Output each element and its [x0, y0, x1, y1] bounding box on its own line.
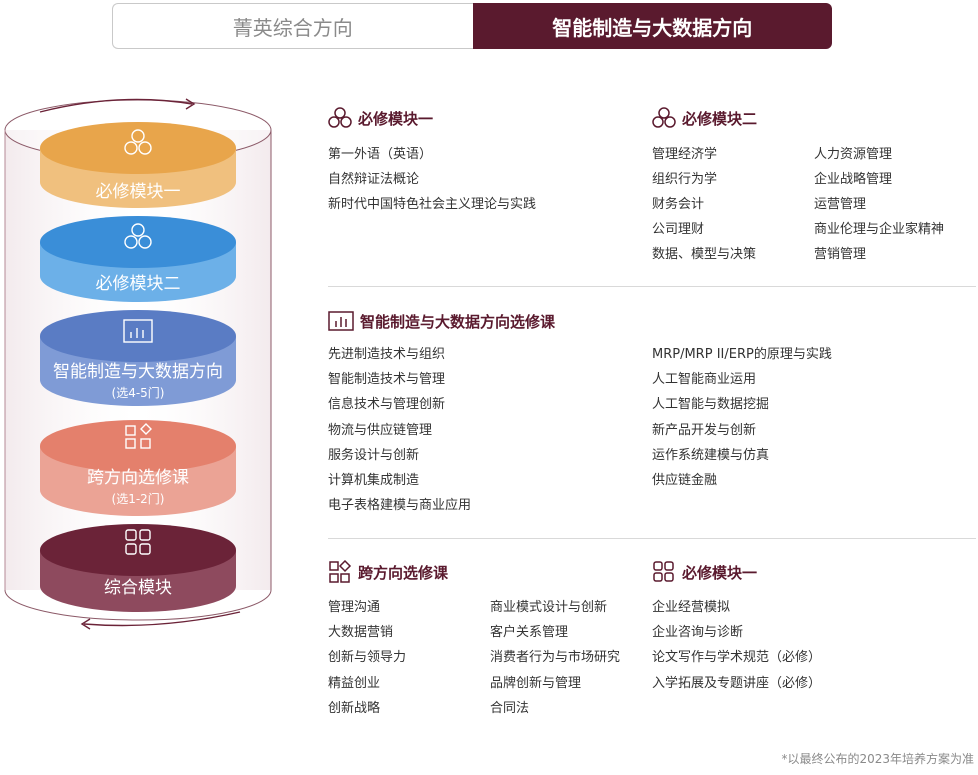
- course-item: 企业咨询与诊断: [652, 625, 744, 640]
- course-item: 商业模式设计与创新: [490, 600, 608, 615]
- course-item: 商业伦理与企业家精神: [814, 222, 945, 237]
- course-item: 精益创业: [328, 676, 381, 691]
- tab-elite-comprehensive[interactable]: 菁英综合方向: [112, 3, 473, 49]
- disk-required2-label: 必修模块二: [95, 274, 181, 294]
- course-item: 数据、模型与决策: [652, 247, 757, 262]
- course-item: 新时代中国特色社会主义理论与实践: [328, 197, 537, 212]
- course-item: 管理经济学: [652, 147, 718, 162]
- disk-required1[interactable]: [40, 122, 236, 208]
- course-item: 供应链金融: [652, 473, 718, 488]
- course-item: 入学拓展及专题讲座（必修）: [652, 676, 822, 691]
- disk-required2[interactable]: [40, 216, 236, 302]
- section-required2-title: 必修模块二: [652, 106, 757, 130]
- course-item: 电子表格建模与商业应用: [328, 498, 472, 513]
- hexagon-cluster-icon: [124, 223, 152, 249]
- disk-cross-sub: (选1-2门): [111, 492, 165, 506]
- hexagon-cluster-icon: [652, 107, 676, 128]
- section-title-text: 跨方向选修课: [358, 563, 449, 582]
- course-item: 公司理财: [652, 222, 705, 237]
- course-item: 企业战略管理: [814, 172, 893, 187]
- footnote: *以最终公布的2023年培养方案为准: [781, 752, 974, 766]
- course-item: 论文写作与学术规范（必修）: [652, 650, 822, 665]
- section-title-text: 必修模块一: [358, 109, 434, 128]
- divider: [328, 538, 976, 539]
- tab-smart-manufacturing[interactable]: 智能制造与大数据方向: [472, 3, 832, 49]
- course-item: 智能制造技术与管理: [328, 372, 446, 387]
- disk-cross-label: 跨方向选修课: [87, 468, 189, 488]
- course-item: 信息技术与管理创新: [328, 397, 446, 412]
- disk-comprehensive-label: 综合模块: [104, 578, 172, 598]
- disk-required1-label: 必修模块一: [95, 182, 181, 202]
- course-item: 人力资源管理: [814, 147, 893, 162]
- course-item: 新产品开发与创新: [652, 423, 757, 438]
- section-elective-title: 智能制造与大数据方向选修课: [328, 309, 555, 333]
- course-item: 物流与供应链管理: [328, 423, 433, 438]
- section-title-text: 智能制造与大数据方向选修课: [360, 312, 556, 331]
- course-item: 消费者行为与市场研究: [490, 650, 621, 665]
- course-item: 创新与领导力: [328, 650, 407, 665]
- section-title-text: 必修模块二: [682, 109, 758, 128]
- course-item: 第一外语（英语）: [328, 147, 433, 162]
- course-item: 营销管理: [814, 247, 867, 262]
- course-item: 运作系统建模与仿真: [652, 448, 770, 463]
- squares-diamond-icon: [329, 560, 352, 583]
- hexagon-cluster-icon: [124, 129, 152, 155]
- course-item: 创新战略: [328, 701, 381, 716]
- hexagon-cluster-icon: [328, 107, 352, 128]
- course-item: 客户关系管理: [490, 625, 569, 640]
- course-item: 人工智能与数据挖掘: [652, 397, 770, 412]
- disk-comprehensive[interactable]: [40, 524, 236, 612]
- rotate-arrow-top-icon: [39, 98, 196, 113]
- rotate-arrow-bottom-icon: [80, 611, 241, 630]
- module-stack: 必修模块一 必修模块二 智能制造与大数据方向 (选4-5门) 跨方向选修课 (选…: [0, 90, 290, 640]
- disk-elective-sub: (选4-5门): [111, 386, 165, 400]
- course-item: 管理沟通: [328, 600, 381, 615]
- course-item: 合同法: [490, 701, 530, 716]
- direction-tabs: 菁英综合方向 智能制造与大数据方向: [112, 3, 832, 49]
- squares-diamond-icon: [125, 423, 152, 449]
- disk-cross[interactable]: [40, 420, 236, 516]
- course-item: 服务设计与创新: [328, 448, 420, 463]
- course-item: 计算机集成制造: [328, 473, 420, 488]
- disk-elective[interactable]: [40, 310, 236, 406]
- section-cross-title: 跨方向选修课: [328, 560, 448, 584]
- course-item: 运营管理: [814, 197, 867, 212]
- course-item: MRP/MRP II/ERP的原理与实践: [652, 347, 832, 362]
- section-title-text: 必修模块一: [682, 563, 758, 582]
- divider: [328, 286, 976, 287]
- course-item: 企业经营模拟: [652, 600, 731, 615]
- course-item: 组织行为学: [652, 172, 718, 187]
- bar-chart-icon: [328, 311, 354, 331]
- course-item: 自然辩证法概论: [328, 172, 420, 187]
- bar-chart-icon: [123, 319, 153, 343]
- disk-elective-label: 智能制造与大数据方向: [53, 362, 223, 382]
- section-required1-title: 必修模块一: [328, 106, 433, 130]
- four-squares-icon: [125, 529, 151, 555]
- course-item: 人工智能商业运用: [652, 372, 757, 387]
- course-item: 大数据营销: [328, 625, 394, 640]
- four-squares-icon: [653, 561, 674, 582]
- course-item: 品牌创新与管理: [490, 676, 582, 691]
- course-item: 先进制造技术与组织: [328, 347, 446, 362]
- course-item: 财务会计: [652, 197, 705, 212]
- section-comprehensive-title: 必修模块一: [652, 560, 757, 584]
